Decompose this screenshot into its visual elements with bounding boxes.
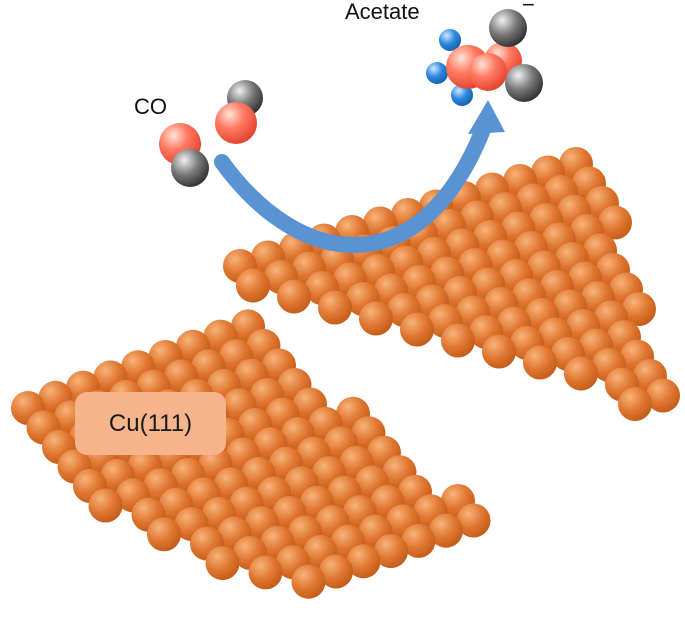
- co-molecule-2: [215, 80, 263, 144]
- co-label: CO: [134, 94, 167, 119]
- copper-atom: [374, 534, 408, 569]
- carbon-atom: [171, 149, 209, 187]
- acetate-molecule: [426, 9, 543, 106]
- reaction-arrow: [214, 124, 490, 253]
- oxygen-atom: [215, 102, 257, 144]
- copper-atom: [277, 279, 311, 314]
- co-molecule-1: [159, 123, 209, 187]
- copper-atom: [291, 564, 326, 599]
- reaction-arrowhead: [468, 100, 505, 134]
- cu111-label-box: Cu(111): [75, 392, 226, 455]
- copper-atom: [359, 301, 393, 336]
- copper-atom: [429, 513, 463, 548]
- copper-atom: [88, 488, 123, 523]
- hydrogen-atom: [439, 29, 461, 51]
- copper-atom: [205, 546, 240, 581]
- negative-charge-label: −: [522, 0, 535, 17]
- copper-atom: [598, 205, 632, 240]
- carbon-atom: [489, 9, 527, 47]
- copper-slab-right: [223, 147, 680, 421]
- copper-atom: [401, 523, 436, 558]
- copper-atom: [622, 292, 656, 326]
- copper-atom: [564, 356, 598, 391]
- copper-atom: [346, 544, 381, 579]
- copper-atom: [482, 334, 516, 369]
- copper-atom: [319, 554, 353, 589]
- acetate-label: Acetate: [345, 0, 420, 24]
- copper-atom: [248, 555, 283, 590]
- hydrogen-atom: [451, 84, 473, 106]
- copper-atom: [456, 503, 491, 538]
- copper-atom: [523, 345, 557, 380]
- copper-atom: [147, 517, 181, 552]
- hydrogen-atom: [426, 62, 448, 84]
- copper-atom: [318, 290, 352, 325]
- carbon-atom: [505, 64, 543, 102]
- cu111-label: Cu(111): [108, 409, 193, 437]
- copper-atom: [400, 312, 434, 347]
- carbon-atom: [469, 53, 507, 91]
- copper-atom: [618, 387, 652, 421]
- copper-atom: [236, 268, 270, 303]
- copper-atom: [646, 378, 680, 413]
- copper-atom: [441, 323, 475, 358]
